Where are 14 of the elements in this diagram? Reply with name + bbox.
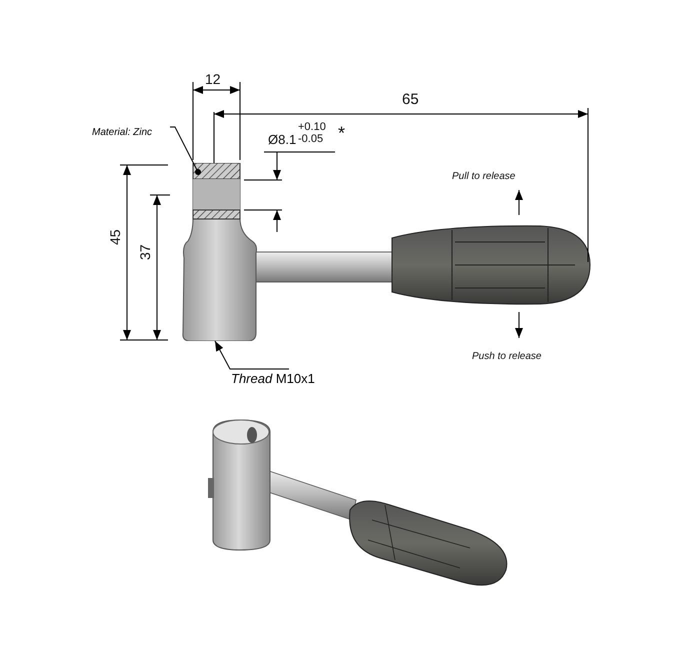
- footnote-mark: *: [338, 124, 346, 142]
- dimension-value: 37: [138, 244, 152, 260]
- dimension-value: 12: [205, 72, 221, 86]
- tolerance-value: -0.05: [298, 134, 324, 145]
- tolerance-value: +0.10: [298, 122, 326, 133]
- dimension-value: Ø8.1: [268, 133, 296, 146]
- instruction-text: Push to release: [472, 352, 542, 362]
- dimension-value: 65: [402, 92, 419, 107]
- leader-line: [170, 126, 201, 175]
- leader-line: [214, 340, 290, 370]
- callout-text: Material: Zinc: [92, 126, 154, 140]
- dimension-value: 45: [108, 229, 122, 245]
- housing-drawing: [182, 163, 258, 341]
- instruction-text: Pull to release: [452, 172, 516, 182]
